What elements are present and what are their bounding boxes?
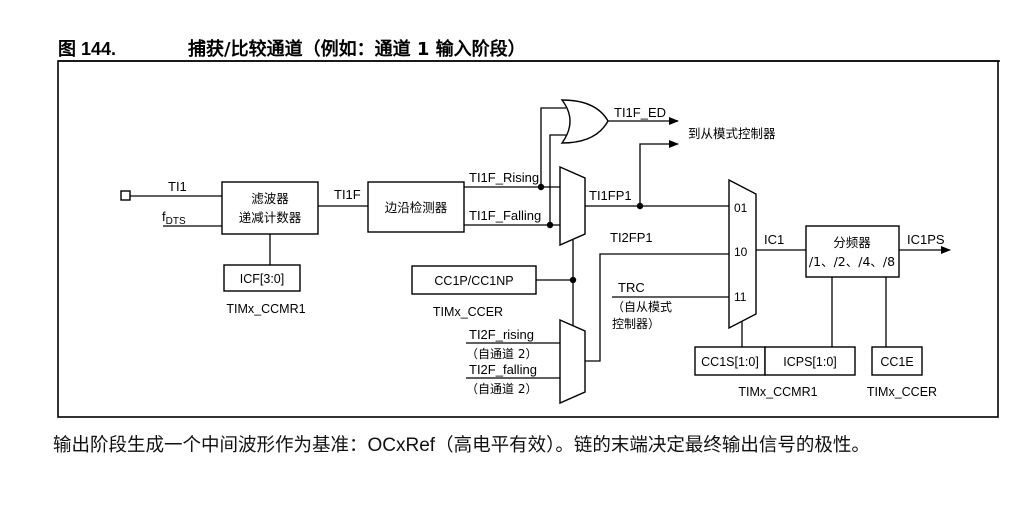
- cc1s-label: CC1S[1:0]: [701, 355, 759, 369]
- ti1f-rising-label: TI1F_Rising: [469, 170, 539, 185]
- input-select-mux: [728, 178, 757, 330]
- ti1fp1-label: TI1FP1: [589, 188, 632, 203]
- ti2fp1-wire: [585, 253, 729, 362]
- ti1f-falling-label: TI1F_Falling: [469, 208, 541, 223]
- falling-to-or-wire: [549, 134, 566, 225]
- cc1e-register-name: TIMx_CCER: [867, 385, 937, 399]
- description-ocxref: OCxRef: [367, 435, 436, 456]
- figure-title: 捕获/比较通道（例如：通道 1 输入阶段）: [188, 38, 526, 60]
- description-part2: （高电平有效）。链的末端决定最终输出信号的极性。: [435, 435, 870, 456]
- description-part1: 输出阶段生成一个中间波形作为基准：: [53, 435, 368, 456]
- ic1ps-label: IC1PS: [907, 232, 945, 247]
- mux-input-11: 11: [734, 290, 747, 304]
- ti1fp1-to-slave-wire: [639, 140, 679, 206]
- ic1-label: IC1: [764, 232, 784, 247]
- icf-label: ICF[3:0]: [240, 272, 284, 286]
- fdts-label: fDTS: [162, 209, 186, 227]
- ti2f-rising-label: TI2F_rising: [469, 327, 534, 342]
- icps-label: ICPS[1:0]: [783, 355, 837, 369]
- ti2-polarity-mux: [559, 318, 586, 405]
- icf-register-box: [223, 264, 301, 292]
- prescaler-label-line2: /1、/2、/4、/8: [809, 254, 895, 269]
- cc1p-register-name: TIMx_CCER: [433, 305, 503, 319]
- edge-detector-label: 边沿检测器: [385, 200, 448, 215]
- mux-input-01: 01: [734, 201, 748, 215]
- ti2fp1-label: TI2FP1: [610, 230, 653, 245]
- mux-input-10: 10: [734, 245, 748, 259]
- prescaler-box: [805, 225, 900, 278]
- rising-to-or-wire: [540, 107, 566, 187]
- trc-note-line2: 控制器）: [612, 317, 660, 331]
- ti1-input-pin: [120, 190, 131, 201]
- ti1f-ed-label: TI1F_ED: [614, 105, 666, 120]
- ti2f-falling-label: TI2F_falling: [469, 362, 537, 377]
- or-gate: [560, 99, 609, 144]
- ti1-polarity-mux: [559, 165, 586, 247]
- ti1-label: TI1: [168, 179, 187, 194]
- trc-label: TRC: [618, 280, 645, 295]
- description-paragraph: 输出阶段生成一个中间波形作为基准：OCxRef（高电平有效）。链的末端决定最终输…: [53, 433, 1013, 458]
- edge-detector-box: [367, 181, 465, 233]
- cc1p-register-box: [411, 265, 537, 295]
- icps-register-box: [764, 346, 856, 376]
- trc-note-line1: （自从模式: [612, 300, 672, 314]
- to-slave-mode-label: 到从模式控制器: [688, 126, 776, 141]
- cc1p-label: CC1P/CC1NP: [434, 274, 513, 288]
- ti1f-label: TI1F: [334, 187, 361, 202]
- icf-register-name: TIMx_CCMR1: [226, 302, 305, 316]
- ti2f-rising-note: （自通道 2）: [466, 347, 537, 361]
- ccmr1-register-name: TIMx_CCMR1: [738, 385, 817, 399]
- cc1s-register-box: [694, 346, 766, 376]
- filter-counter-box: [221, 181, 319, 235]
- figure-number: 图 144.: [58, 39, 116, 59]
- ti2f-falling-note: （自通道 2）: [466, 382, 537, 396]
- prescaler-label-line1: 分频器: [833, 235, 871, 250]
- filter-label-line2: 递减计数器: [239, 210, 302, 225]
- diagram-frame: [57, 60, 999, 418]
- cc1e-label: CC1E: [880, 355, 913, 369]
- cc1e-register-box: [871, 346, 923, 376]
- filter-label-line1: 滤波器: [251, 191, 289, 206]
